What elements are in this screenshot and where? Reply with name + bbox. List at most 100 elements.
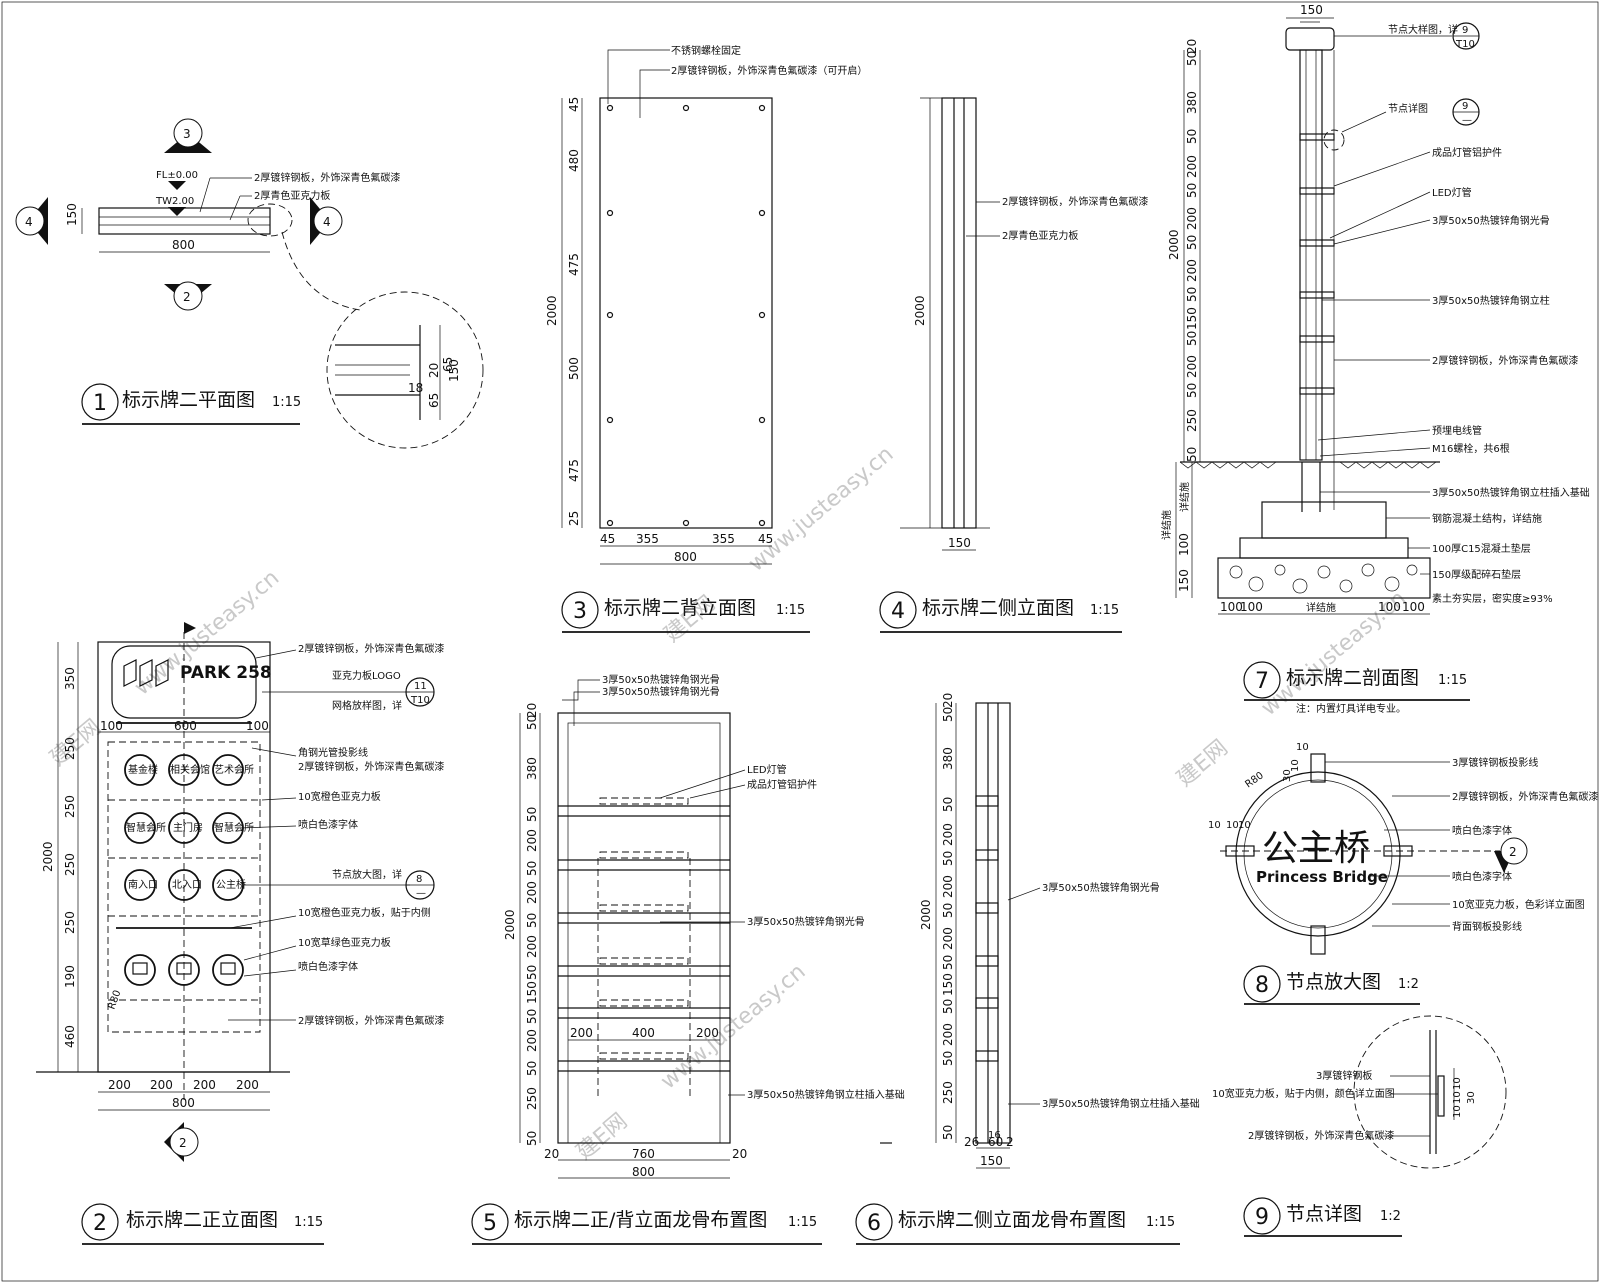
side-frame-hdim: 2 <box>1006 1135 1014 1149</box>
side-frame-vtotal: 2000 <box>919 899 933 930</box>
section-vdim: 50 <box>1185 183 1199 198</box>
detail-dim-20: 20 <box>427 363 441 378</box>
node9-dim: 30 <box>1466 1091 1477 1104</box>
frame-rails <box>558 805 730 1072</box>
detail-dim-150: 150 <box>447 359 461 382</box>
sign-icon <box>168 869 200 901</box>
svg-text:1:15: 1:15 <box>776 603 805 618</box>
back-vdim: 500 <box>567 357 581 380</box>
watermark-brand: 建E网 <box>1172 735 1232 791</box>
svg-text:1:15: 1:15 <box>1438 673 1467 688</box>
concrete-base <box>1261 501 1387 539</box>
front-hdim: 600 <box>174 719 197 733</box>
svg-text:6: 6 <box>867 1211 881 1236</box>
frame-vdim: 150 <box>525 981 539 1004</box>
svg-text:预埋电线管: 预埋电线管 <box>1432 424 1482 437</box>
view-7-section: 150 2000 20 50 380 50 200 <box>1160 3 1590 715</box>
section-base-dim: 150 <box>1177 569 1191 592</box>
sign-label: 基金楼 <box>128 763 158 776</box>
svg-text:3厚50x50热镀锌角钢光骨: 3厚50x50热镀锌角钢光骨 <box>602 673 720 686</box>
section-rails <box>1299 133 1335 395</box>
svg-text:3厚50x50热镀锌角钢光骨: 3厚50x50热镀锌角钢光骨 <box>1432 214 1550 227</box>
front-htotal: 800 <box>172 1096 195 1110</box>
section-vdim: 200 <box>1185 259 1199 282</box>
svg-text:10宽亚克力板，色彩详立面图: 10宽亚克力板，色彩详立面图 <box>1452 898 1585 911</box>
node8-radius: R80 <box>1243 770 1265 790</box>
side-frame-vdim: 200 <box>941 875 955 898</box>
svg-text:成品灯管铝护件: 成品灯管铝护件 <box>747 778 817 791</box>
frame-hdim: 20 <box>544 1147 559 1161</box>
frame-notes: 3厚50x50热镀锌角钢光骨 3厚50x50热镀锌角钢光骨 LED灯管 成品灯管… <box>562 673 905 1101</box>
section-mark-4-right: 4 <box>310 197 343 245</box>
side-frame-width: 150 <box>980 1154 1003 1168</box>
side-note: 2厚青色亚克力板 <box>1002 229 1078 242</box>
back-vdim: 480 <box>567 149 581 172</box>
svg-text:1:2: 1:2 <box>1398 977 1419 992</box>
side-vtotal: 2000 <box>913 295 927 326</box>
node8-dim: 10 <box>1226 820 1239 831</box>
frame-vtotal: 2000 <box>503 909 517 940</box>
concrete-cushion <box>1239 537 1409 559</box>
side-frame-note: 3厚50x50热镀锌角钢立柱插入基础 <box>1042 1097 1200 1110</box>
view-2-front-elevation: PARK 258 基金楼 相关会馆 艺术会所 智慧会所 主门房 智慧会所 南入口 <box>36 622 444 1162</box>
front-hdim: 200 <box>150 1078 173 1092</box>
svg-text:LED灯管: LED灯管 <box>747 763 787 776</box>
frame-hdim: 20 <box>732 1147 747 1161</box>
front-hdim: 100 <box>246 719 269 733</box>
svg-text:背面钢板投影线: 背面钢板投影线 <box>1452 920 1522 933</box>
side-frame-vdim: 250 <box>941 1081 955 1104</box>
plan-detail-bubble <box>326 291 484 449</box>
detail-dim-65: 65 <box>441 357 455 372</box>
toilet-icon <box>124 954 156 986</box>
svg-text:素土夯实层，密实度≥93%: 素土夯实层，密实度≥93% <box>1432 592 1553 605</box>
led-tubes <box>599 797 689 1060</box>
frame-vdim: 50 <box>525 715 539 730</box>
view-9-node-detail: 10 10 10 30 3厚镀锌钢板 10宽亚克力板，贴于内侧，颜色详立面图 2… <box>1212 1015 1507 1169</box>
view-4-side-elevation: 2000 2厚镀锌钢板，外饰深青色氟碳漆 2厚青色亚克力板 150 <box>900 97 1148 551</box>
frame-inner-dim: 200 <box>570 1026 593 1040</box>
side-frame-outline <box>975 702 1011 1144</box>
svg-text:节点大样图，详: 节点大样图，详 <box>1388 23 1458 36</box>
svg-text:节点详图: 节点详图 <box>1286 1203 1362 1225</box>
node9-note: 2厚镀锌钢板，外饰深青色氟碳漆 <box>1248 1129 1394 1142</box>
sign-icon <box>168 754 200 786</box>
section-mark-3: 3 <box>164 118 212 153</box>
plan-dim-depth: 150 <box>65 203 79 226</box>
sign-icon <box>124 869 156 901</box>
frame-vdim: 200 <box>525 829 539 852</box>
view-8-node: 公主桥 Princess Bridge R80 10 10 30 10 10 1… <box>1208 742 1598 955</box>
svg-text:标示牌二背立面图: 标示牌二背立面图 <box>604 597 756 619</box>
svg-text:节点详图: 节点详图 <box>1388 102 1428 115</box>
frame-vdim: 50 <box>525 1061 539 1076</box>
svg-text:8: 8 <box>1255 973 1269 998</box>
svg-text:成品灯管铝护件: 成品灯管铝护件 <box>1432 146 1502 159</box>
side-frame-vdim: 380 <box>941 747 955 770</box>
svg-text:1:15: 1:15 <box>1090 603 1119 618</box>
svg-text:9: 9 <box>1462 25 1468 36</box>
svg-text:1:15: 1:15 <box>788 1215 817 1230</box>
section-base-dim: 详结施 <box>1178 482 1191 512</box>
side-frame-vdim: 50 <box>941 903 955 918</box>
watermark-url: www.justeasy.cn <box>656 959 810 1094</box>
front-hdim: 200 <box>193 1078 216 1092</box>
side-frame-vdim: 150 <box>941 973 955 996</box>
svg-text:2厚镀锌钢板，外饰深青色氟碳漆: 2厚镀锌钢板，外饰深青色氟碳漆 <box>298 642 444 655</box>
node8-dim: 10 <box>1290 759 1301 772</box>
sign-label: 艺术会所 <box>214 763 254 776</box>
svg-text:1:15: 1:15 <box>272 395 301 410</box>
plan-level-fl: FL±0.00 <box>156 170 198 181</box>
sign-label: 北入口 <box>172 879 202 891</box>
plan-note-2: 2厚青色亚克力板 <box>254 189 330 202</box>
node9-note: 10宽亚克力板，贴于内侧，颜色详立面图 <box>1212 1087 1395 1100</box>
sign-label: 智慧会所 <box>126 821 166 834</box>
svg-text:M16螺栓，共6根: M16螺栓，共6根 <box>1432 442 1510 455</box>
ref-bubble-logo: 11 T10 <box>405 677 435 707</box>
section-mark-2: 2 <box>164 281 212 311</box>
section-hdim: 100 <box>1378 600 1401 614</box>
back-vdim: 475 <box>567 459 581 482</box>
svg-text:标示牌二正立面图: 标示牌二正立面图 <box>126 1209 278 1231</box>
